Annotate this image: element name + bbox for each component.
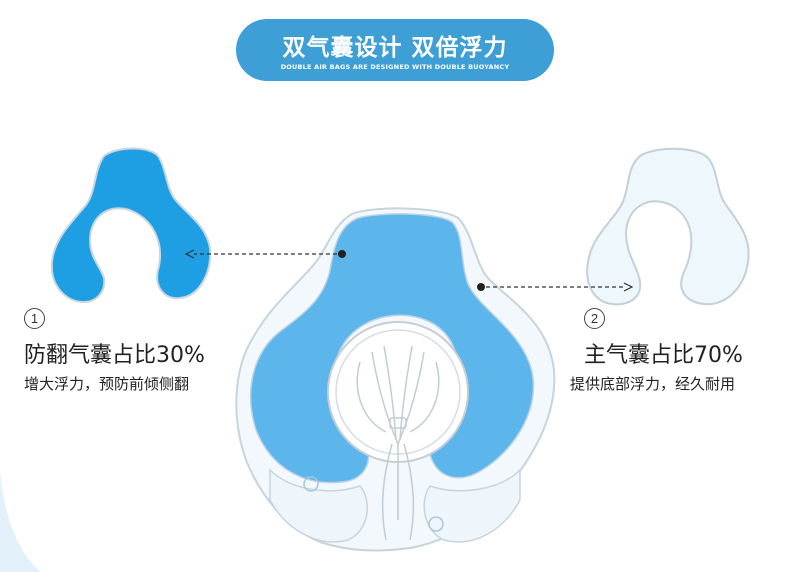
outer-airbag-icon (586, 147, 750, 306)
right-heading: 主气囊占比70% (584, 343, 743, 368)
valve-icon (428, 516, 444, 532)
corner-accent (0, 470, 40, 572)
right-pointer-arrow (477, 282, 634, 292)
title-heading: 双气囊设计 双倍浮力 (282, 35, 508, 61)
step-number-right: 2 (584, 308, 605, 329)
valve-icon (303, 476, 319, 492)
harness-icon (356, 345, 440, 541)
title-banner: 双气囊设计 双倍浮力 DOUBLE AIR BAGS ARE DESIGNED … (236, 19, 554, 81)
left-description: 增大浮力，预防前倾侧翻 (24, 375, 190, 393)
title-subheading: DOUBLE AIR BAGS ARE DESIGNED WITH DOUBLE… (280, 63, 510, 71)
right-description: 提供底部浮力，经久耐用 (570, 375, 736, 393)
left-heading: 防翻气囊占比30% (24, 343, 205, 368)
inner-airbag-icon (50, 147, 212, 304)
left-pointer-arrow (184, 249, 346, 259)
step-number-left: 1 (24, 308, 45, 329)
neck-float-icon (235, 207, 556, 552)
